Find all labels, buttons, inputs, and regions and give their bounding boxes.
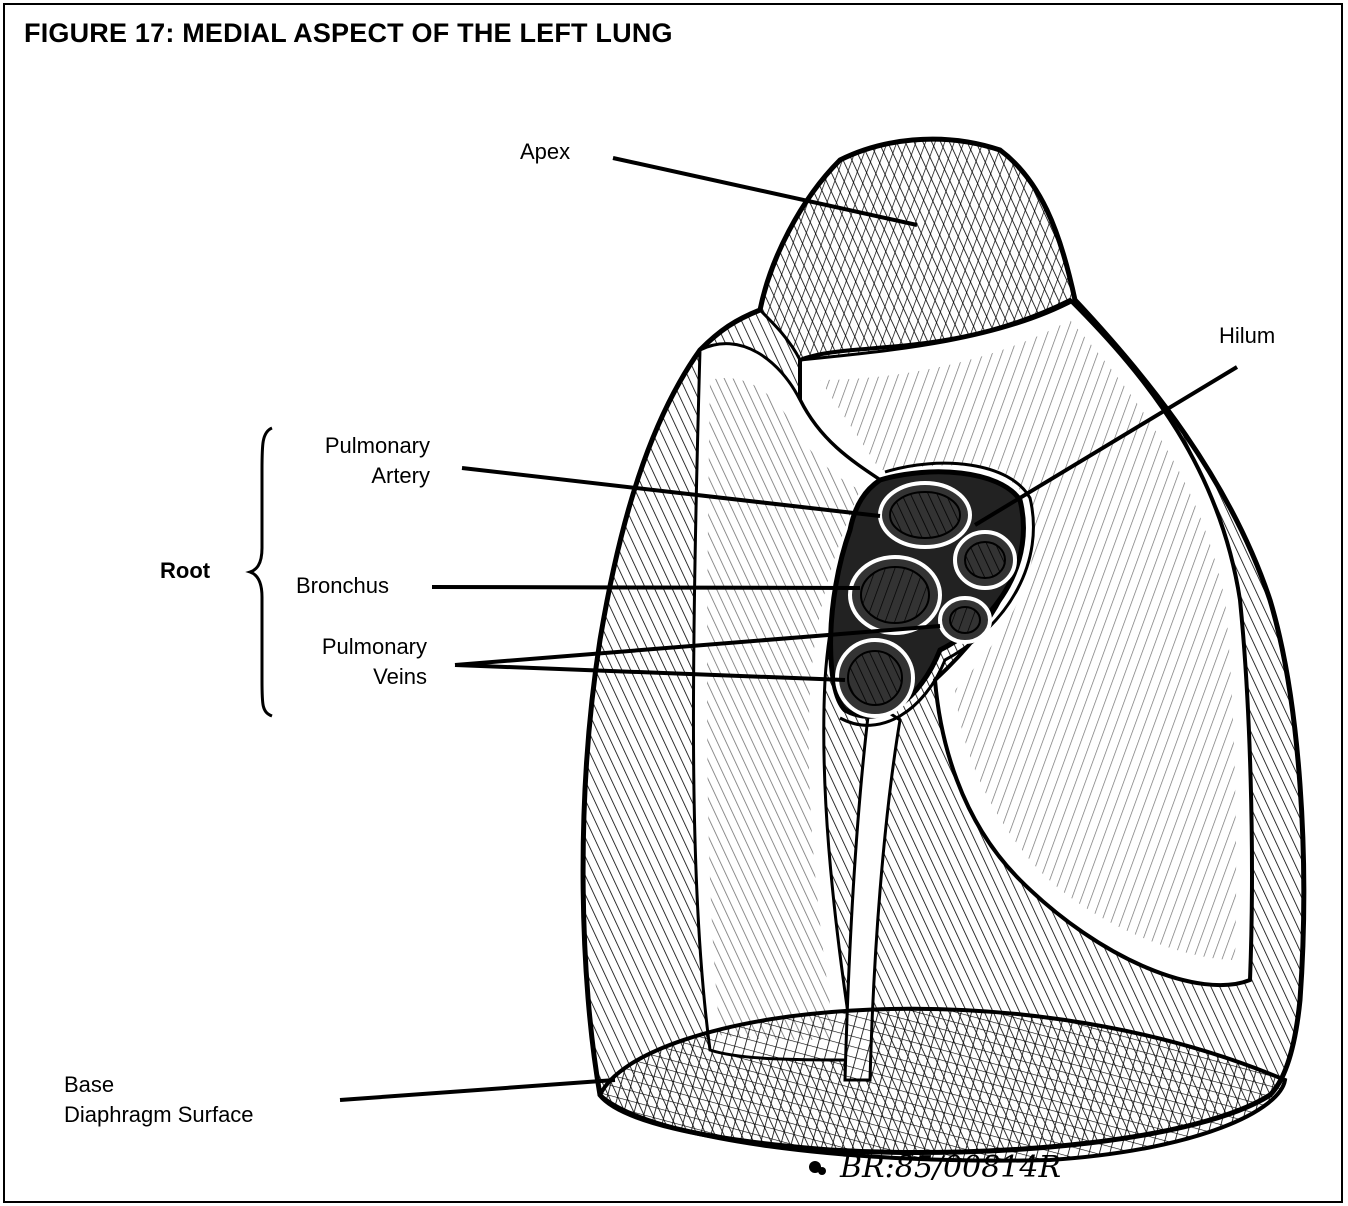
label-bronchus: Bronchus <box>296 571 389 601</box>
label-pulmonary-artery-line2: Artery <box>280 461 430 491</box>
label-pulmonary-veins-line1: Pulmonary <box>277 632 427 662</box>
bronchus-leader <box>432 587 860 588</box>
label-pulmonary-veins-line2: Veins <box>277 662 427 692</box>
label-base-line1: Base <box>64 1070 114 1100</box>
label-hilum: Hilum <box>1219 321 1275 351</box>
label-root: Root <box>160 556 210 586</box>
label-base-line2: Diaphragm Surface <box>64 1100 254 1130</box>
root-brace <box>250 428 272 716</box>
label-apex: Apex <box>520 137 570 167</box>
signature-text: BR:85/00814R <box>840 1150 1061 1185</box>
base-leader <box>340 1080 615 1100</box>
label-pulmonary-artery-line1: Pulmonary <box>280 431 430 461</box>
